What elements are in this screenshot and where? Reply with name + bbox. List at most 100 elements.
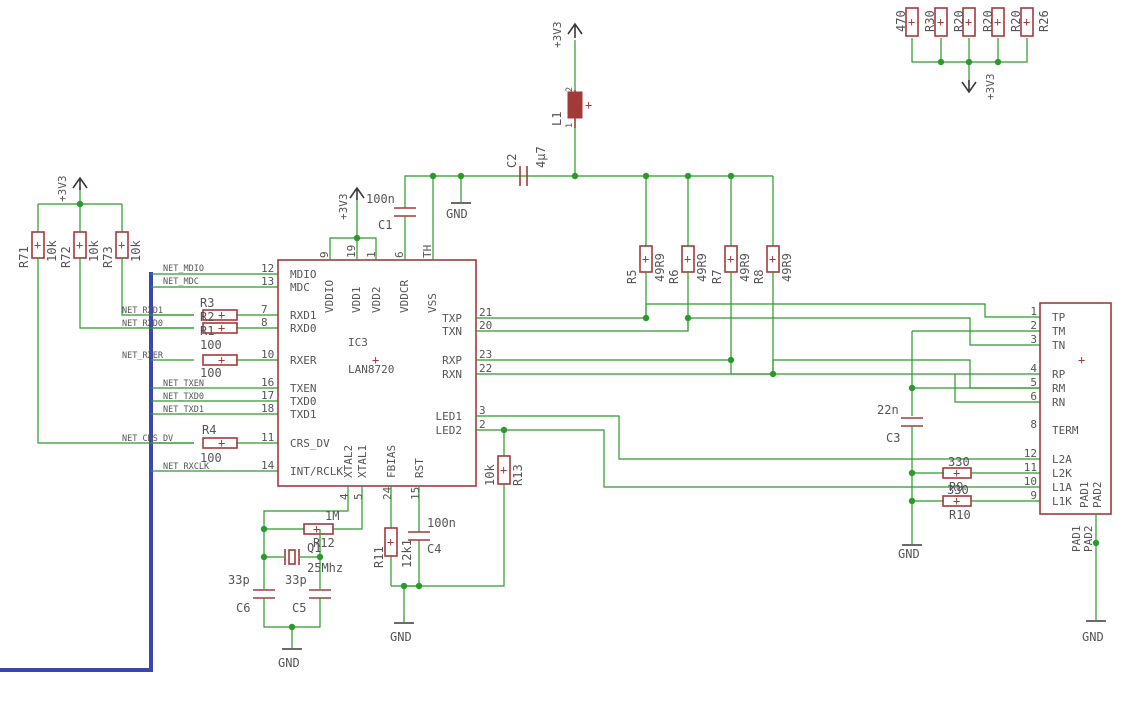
ic-pin-name: RXD0 <box>290 322 317 335</box>
data-bus[interactable] <box>0 272 153 672</box>
supply-label-ic: +3V3 <box>337 194 350 221</box>
ic-pin-name: TXP <box>442 312 462 325</box>
led-resistors: + 330 R9 + 330 R10 <box>942 455 1040 522</box>
r12-value: 1M <box>325 509 339 523</box>
svg-text:+: + <box>76 238 83 252</box>
resistor-array-element[interactable] <box>1020 7 1034 37</box>
connector-pin-name: L1K <box>1052 495 1072 508</box>
supply-arrow-icon <box>72 176 88 190</box>
supply-arrow-down-icon <box>961 80 977 94</box>
c1-name: C1 <box>378 218 392 232</box>
resistor-r3[interactable] <box>202 309 238 321</box>
capacitor-c4[interactable] <box>408 531 430 541</box>
net-label-txen[interactable]: NET_TXEN <box>163 379 204 389</box>
inductor-l1[interactable]: + 1 2 L1 +3V3 <box>550 22 592 177</box>
crystal-q1[interactable] <box>284 549 300 565</box>
resistor-array-element[interactable] <box>905 7 919 37</box>
capacitor-c5[interactable] <box>309 589 331 599</box>
ic-pin-number: 1 <box>365 251 378 258</box>
net-label-crs[interactable]: NET_CRS_DV <box>122 434 173 444</box>
net-label-rxd1[interactable]: NET_RXD1 <box>122 306 163 316</box>
resistor-array-label: R20 <box>952 10 966 32</box>
ic-pin-name: XTAL1 <box>356 445 369 478</box>
r13-name: R13 <box>511 464 525 486</box>
ic-pin-name: VDDCR <box>398 280 411 313</box>
capacitor-c1[interactable] <box>394 207 416 217</box>
ic-pin-number: 20 <box>479 319 492 332</box>
capacitor-c6[interactable] <box>253 589 275 599</box>
net-label-rxd0[interactable]: NET_RXD0 <box>122 319 163 329</box>
r4-name: R4 <box>202 423 216 437</box>
svg-text:+: + <box>500 463 507 477</box>
connector-pin-number: 11 <box>1024 461 1037 474</box>
net-label-rxer[interactable]: NET_RXER <box>122 351 164 361</box>
r10-value: 330 <box>947 483 969 497</box>
resistor-array-element[interactable] <box>934 7 948 37</box>
connector-pin-name: L2K <box>1052 467 1072 480</box>
svg-text:+: + <box>727 252 734 266</box>
gnd-label-bias: GND <box>390 630 412 644</box>
resistor-r1[interactable] <box>202 354 238 366</box>
c4-name: C4 <box>427 542 441 556</box>
r13-group: + 10k R13 <box>404 426 525 587</box>
ic-pin-name: TXEN <box>290 382 317 395</box>
polarity-mark: + <box>937 15 944 29</box>
r8-name: R8 <box>752 270 766 284</box>
capacitor-c3[interactable] <box>901 417 923 427</box>
r6-name: R6 <box>667 270 681 284</box>
net-label-mdio[interactable]: NET_MDIO <box>163 264 204 274</box>
ic-pin-number: 3 <box>479 404 486 417</box>
resistor-r4[interactable] <box>202 437 238 449</box>
resistor-array-label: R20 <box>981 10 995 32</box>
capacitor-c3-group: 22n C3 GND <box>877 403 944 561</box>
resistor-r12[interactable] <box>303 523 334 535</box>
r1-value: 100 <box>200 366 222 380</box>
net-label-txd1[interactable]: NET_TXD1 <box>163 405 204 415</box>
ic-pin-number: 6 <box>393 251 406 258</box>
ic-pin-number: 19 <box>345 245 358 258</box>
r13-value: 10k <box>483 464 497 486</box>
svg-text:+: + <box>372 353 379 367</box>
ic-pin-name: LED1 <box>436 410 463 423</box>
r4-value: 100 <box>200 451 222 465</box>
resistor-r13[interactable] <box>497 455 511 485</box>
svg-text:+: + <box>34 238 41 252</box>
ic-pin-name: RXER <box>290 354 317 367</box>
svg-text:+: + <box>953 466 960 480</box>
connector-pin-name: L2A <box>1052 453 1072 466</box>
r5-name: R5 <box>625 270 639 284</box>
net-label-mdc[interactable]: NET_MDC <box>163 277 199 287</box>
ethernet-connector[interactable]: + <box>1039 302 1112 515</box>
connector-pin-number: 4 <box>1030 362 1037 375</box>
l1-pin2: 2 <box>565 87 575 92</box>
r73-name: R73 <box>101 246 115 268</box>
ic-pin-number: 10 <box>261 348 274 361</box>
svg-text:+: + <box>769 252 776 266</box>
c3-name: C3 <box>886 431 900 445</box>
svg-text:+: + <box>313 522 320 536</box>
ic-pin-number: 24 <box>381 486 394 500</box>
resistor-r11[interactable] <box>384 527 398 557</box>
resistor-array-element[interactable] <box>962 7 976 37</box>
ic-pin-name: VDDIO <box>323 280 336 313</box>
capacitor-c2[interactable] <box>519 166 528 186</box>
pad2-bottom: PAD2 <box>1082 526 1095 553</box>
net-label-rxclk[interactable]: NET_RXCLK <box>163 462 210 472</box>
bias-group: + R11 12k1 100n C4 GND <box>372 486 456 644</box>
resistor-array-element[interactable] <box>991 7 1005 37</box>
c5-value: 33p <box>285 573 307 587</box>
ic-pin-number: 7 <box>261 303 268 316</box>
resistor-array-label: R26 <box>1037 10 1051 32</box>
ic-pin-number: 9 <box>318 251 331 258</box>
svg-text:+: + <box>218 308 225 322</box>
resistor-r2[interactable] <box>202 322 238 334</box>
net-label-txd0[interactable]: NET_TXD0 <box>163 392 204 402</box>
svg-text:+: + <box>1078 353 1085 367</box>
polarity-mark: + <box>1023 15 1030 29</box>
connector-pin-name: RM <box>1052 382 1066 395</box>
ic-pin-name: TXN <box>442 325 462 338</box>
connector-pin-name: TP <box>1052 311 1066 324</box>
ic3-lan8720[interactable]: + IC3 LAN8720 <box>277 259 477 487</box>
r72-name: R72 <box>59 246 73 268</box>
